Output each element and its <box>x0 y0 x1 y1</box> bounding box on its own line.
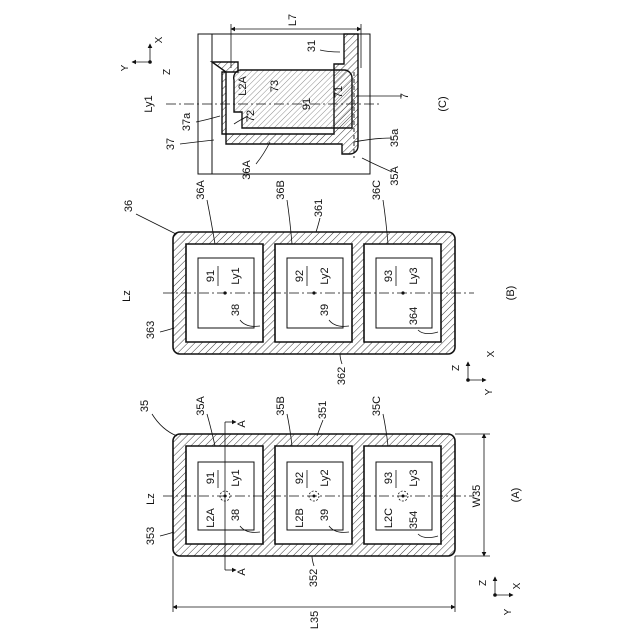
ref-354: 354 <box>408 511 420 529</box>
leader-36a-c <box>256 142 270 164</box>
caption-c: (C) <box>437 96 449 111</box>
leader-364 <box>418 330 438 334</box>
ref-31: 31 <box>306 40 318 52</box>
cell-a-num: 91 <box>205 472 217 484</box>
label-w35: W35 <box>471 485 483 508</box>
center-dot-92 <box>313 495 316 498</box>
cell-b1-ly: Ly1 <box>230 267 242 284</box>
axis-triad-b: Z X Y <box>451 350 497 395</box>
axis-label-z-a: Z <box>478 580 489 586</box>
section-mark-bottom: A <box>236 568 248 576</box>
ref-363: 363 <box>145 321 157 339</box>
figure-c: L7 L2A 73 91 71 72 31 7 Ly1 37a 37 36A 3… <box>120 14 449 186</box>
leader-353 <box>160 532 174 536</box>
ref-36c: 36C <box>371 180 383 200</box>
ref-37a: 37a <box>181 112 193 131</box>
ref-35a-c: 35A <box>389 166 401 186</box>
ref-35c: 35C <box>371 396 383 416</box>
ref-362: 362 <box>336 367 348 385</box>
ref-37: 37 <box>165 138 177 150</box>
axis-triad-a: Z X Y <box>478 577 523 615</box>
axis-label-z-c: Z <box>162 69 173 75</box>
cell-a-l2: L2A <box>205 508 217 528</box>
leader-362 <box>340 354 342 364</box>
axis-label-y-a: Y <box>503 608 514 615</box>
leader-354 <box>418 534 438 538</box>
cell-a-ly: Ly1 <box>230 469 242 486</box>
axis-label-x-c: X <box>154 36 165 43</box>
ref-ly1-c: Ly1 <box>143 95 155 112</box>
leader-361 <box>316 218 320 232</box>
label-l35: L35 <box>309 611 321 629</box>
leader-35a-c <box>362 158 392 172</box>
caption-b: (B) <box>505 286 517 301</box>
leader-37a <box>196 116 220 122</box>
center-dot-93 <box>402 495 405 498</box>
ref-72: 72 <box>245 110 257 122</box>
ref-351: 351 <box>317 401 329 419</box>
cell-b1-num: 91 <box>205 270 217 282</box>
caption-a: (A) <box>510 488 522 503</box>
ref-36: 36 <box>123 200 135 212</box>
axis-label-x-b: X <box>486 350 497 357</box>
cell-b3-ly: Ly3 <box>408 267 420 284</box>
ref-38-a: 38 <box>230 509 242 521</box>
leader-352 <box>312 556 314 566</box>
cell-c-l2: L2C <box>383 508 395 528</box>
ref-36a: 36A <box>195 180 207 200</box>
axis-label-x-a: X <box>512 582 523 589</box>
cell-b-ly: Ly2 <box>319 469 331 486</box>
axis-label-y-b: Y <box>484 388 495 395</box>
cell-c-num: 93 <box>383 472 395 484</box>
cell-c-ly: Ly3 <box>408 469 420 486</box>
leader-31 <box>320 50 340 52</box>
cell-b2-num: 92 <box>294 270 306 282</box>
cell-b2-ly: Ly2 <box>319 267 331 284</box>
label-lz-a: Lz <box>145 493 157 505</box>
section-mark-top: A <box>236 420 248 428</box>
ref-39-a: 39 <box>319 509 331 521</box>
leader-35a-small <box>354 138 392 142</box>
ref-35a: 35A <box>195 396 207 416</box>
ref-36b: 36B <box>275 180 287 200</box>
leader-363 <box>160 328 174 332</box>
ref-l2a-c: L2A <box>237 76 249 96</box>
ref-35: 35 <box>139 400 151 412</box>
cell-b3-num: 93 <box>383 270 395 282</box>
label-l7: L7 <box>287 14 299 26</box>
ref-353: 353 <box>145 527 157 545</box>
ref-73: 73 <box>269 80 281 92</box>
center-dot-b-92 <box>312 291 315 294</box>
ref-364: 364 <box>408 307 420 325</box>
ref-39-b: 39 <box>319 304 331 316</box>
center-dot-b-91 <box>223 291 226 294</box>
ref-38-b: 38 <box>230 304 242 316</box>
ref-91-c: 91 <box>301 98 313 110</box>
figure-b: Lz 91 Ly1 92 Ly2 93 Ly3 38 39 364 36 36A… <box>121 180 517 396</box>
ref-71: 71 <box>333 86 345 98</box>
ref-361: 361 <box>313 199 325 217</box>
axis-triad-c: Y X Z <box>120 36 173 75</box>
ref-352: 352 <box>308 569 320 587</box>
center-dot-91 <box>224 495 227 498</box>
ref-36a-c: 36A <box>241 160 253 180</box>
center-dot-b-93 <box>401 291 404 294</box>
figure-a: Lz A A 91 Ly1 L2A 92 Ly2 L2B 93 Ly3 L2C … <box>139 396 523 630</box>
axis-label-y-c: Y <box>120 64 131 71</box>
leader-37 <box>180 140 214 144</box>
leader-35 <box>152 414 177 436</box>
ref-35a-small: 35a <box>389 128 401 147</box>
leader-36 <box>136 214 176 234</box>
cell-b-l2: L2B <box>294 508 306 528</box>
label-lz-b: Lz <box>121 290 133 302</box>
ref-35b: 35B <box>275 396 287 416</box>
axis-label-z-b: Z <box>451 365 462 371</box>
cell-b-num: 92 <box>294 472 306 484</box>
